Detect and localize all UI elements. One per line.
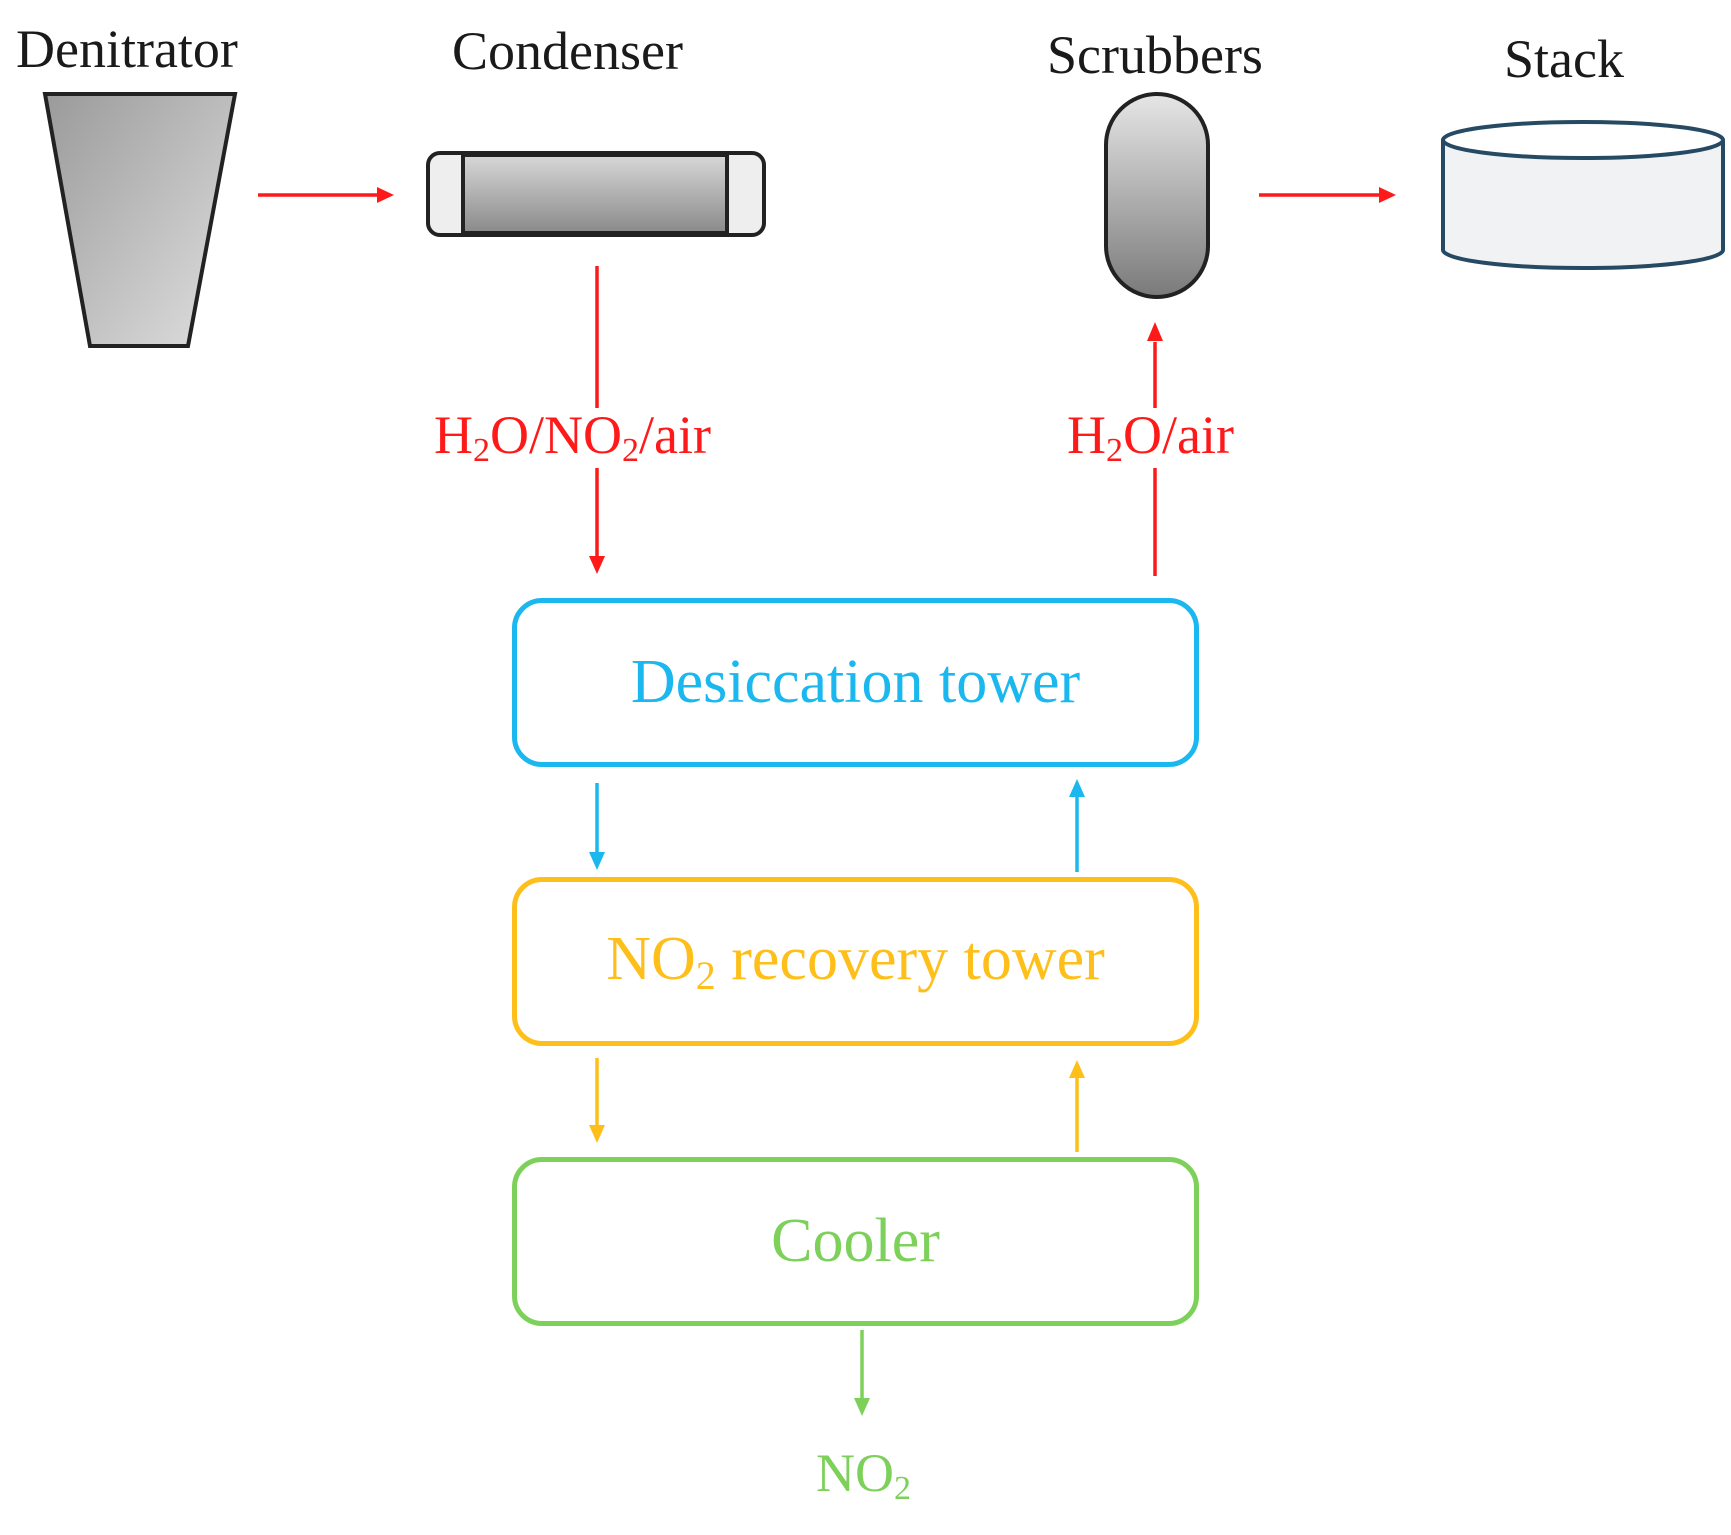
arrow-head-recovery-to-desiccation xyxy=(1069,779,1085,797)
feed-end: /air xyxy=(639,405,711,465)
arrow-head-recovery-to-cooler xyxy=(589,1125,605,1143)
feed-h-sub: 2 xyxy=(473,432,490,469)
arrow-head-scrubbers-to-stack xyxy=(1379,187,1396,203)
yellow-arrows xyxy=(589,1058,1085,1152)
feed-mid: O/NO xyxy=(490,405,622,465)
product-stream-label: NO2 xyxy=(810,1446,917,1506)
vent-h-sub: 2 xyxy=(1106,432,1123,469)
red-stream-arrows xyxy=(258,187,1396,576)
arrow-head-cooler-to-product xyxy=(854,1398,870,1416)
arrow-head-desiccation-to-scrubbers xyxy=(1147,322,1163,341)
arrow-head-desiccation-to-recovery xyxy=(589,852,605,870)
feed-h: H xyxy=(434,405,473,465)
product-main: NO xyxy=(816,1443,894,1503)
feed-mid-sub: 2 xyxy=(622,432,639,469)
condenser-unit xyxy=(426,151,766,237)
denitrator-label: Denitrator xyxy=(16,19,238,79)
arrow-head-cooler-to-recovery xyxy=(1069,1060,1085,1078)
recovery-suffix: recovery tower xyxy=(715,925,1105,993)
product-sub: 2 xyxy=(894,1470,911,1507)
green-arrows xyxy=(854,1330,870,1416)
recovery-tower-label: NO2 recovery tower xyxy=(606,924,1105,999)
desiccation-tower-box: Desiccation tower xyxy=(512,598,1199,767)
cyan-arrows xyxy=(589,779,1085,872)
stack-label: Stack xyxy=(1504,29,1624,89)
cooler-label: Cooler xyxy=(771,1207,940,1275)
vent-h: H xyxy=(1067,405,1106,465)
cooler-box: Cooler xyxy=(512,1157,1199,1326)
vent-stream-label: H2O/air xyxy=(1061,408,1240,468)
desiccation-tower-label: Desiccation tower xyxy=(630,648,1081,716)
recovery-tower-box: NO2 recovery tower xyxy=(512,877,1199,1046)
arrow-head-condenser-to-desiccation xyxy=(589,556,605,574)
feed-stream-label: H2O/NO2/air xyxy=(428,408,717,468)
condenser-label: Condenser xyxy=(452,21,683,81)
arrow-head-denitrator-to-condenser xyxy=(377,187,394,203)
scrubbers-vessel xyxy=(1104,92,1210,299)
recovery-prefix: NO xyxy=(606,925,696,993)
stack-tank xyxy=(1441,120,1725,270)
denitrator-vessel xyxy=(42,92,238,348)
recovery-sub: 2 xyxy=(695,953,716,998)
scrubbers-label: Scrubbers xyxy=(1047,25,1263,85)
vent-end: O/air xyxy=(1123,405,1234,465)
